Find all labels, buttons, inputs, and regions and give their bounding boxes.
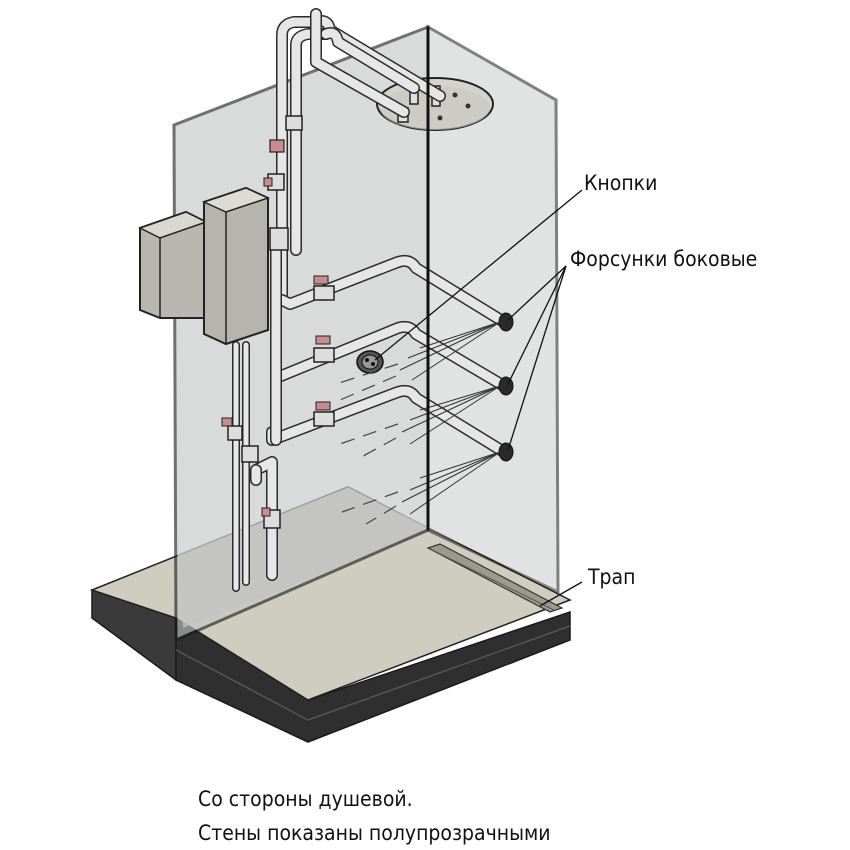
spray-streaks bbox=[333, 363, 399, 525]
side-nozzle-top bbox=[498, 312, 514, 332]
leader-nozzle-top bbox=[507, 265, 567, 321]
leader-nozzle-middle bbox=[507, 265, 567, 385]
control-cabinet-large bbox=[201, 186, 271, 346]
control-cabinet-small bbox=[138, 210, 208, 319]
control-buttons-panel bbox=[356, 350, 384, 374]
riser-pipes bbox=[276, 8, 446, 306]
side-nozzle-middle bbox=[498, 376, 514, 396]
valve-lower-3 bbox=[261, 507, 281, 529]
valves bbox=[221, 115, 335, 529]
caption-line-1: Со стороны душевой. bbox=[198, 787, 413, 811]
valve-top-branch bbox=[313, 275, 335, 301]
leader-lines bbox=[374, 189, 583, 607]
leader-nozzle-bottom bbox=[507, 265, 567, 451]
spray-rays-middle bbox=[401, 385, 501, 445]
tray-groove-2 bbox=[307, 625, 571, 721]
branch-pipe-middle bbox=[270, 320, 510, 392]
label-drain: Трап bbox=[587, 565, 635, 589]
valve-lower-2 bbox=[241, 445, 259, 463]
valve-middle-branch bbox=[313, 335, 335, 363]
valve-riser-3 bbox=[269, 227, 289, 251]
label-buttons: Кнопки bbox=[584, 171, 657, 195]
valve-bottom-branch bbox=[313, 401, 335, 427]
valve-riser-1 bbox=[269, 115, 303, 153]
valve-riser-2 bbox=[263, 173, 285, 191]
branch-pipe-top bbox=[276, 254, 510, 328]
lower-supply-pipes bbox=[232, 341, 278, 592]
tray-groove bbox=[175, 649, 309, 721]
leader-buttons bbox=[374, 189, 583, 361]
side-nozzle-bottom bbox=[498, 442, 514, 462]
spray-rays-bottom bbox=[401, 451, 501, 515]
valve-lower-1 bbox=[221, 417, 243, 441]
label-side-nozzles: Форсунки боковые bbox=[570, 247, 757, 271]
caption-line-2: Стены показаны полупрозрачными bbox=[198, 821, 551, 845]
drain-channel bbox=[426, 543, 564, 613]
leader-drain bbox=[539, 581, 583, 607]
branch-pipe-bottom bbox=[266, 384, 510, 458]
